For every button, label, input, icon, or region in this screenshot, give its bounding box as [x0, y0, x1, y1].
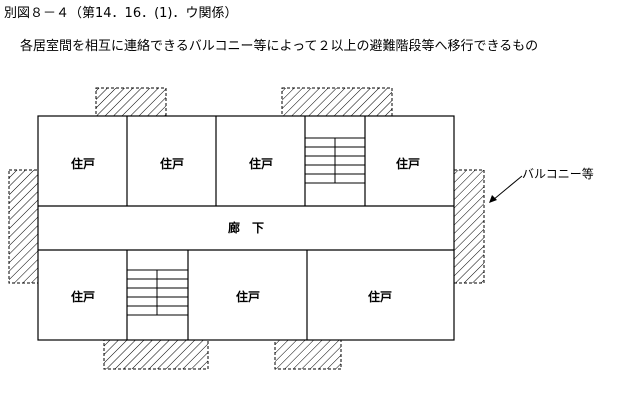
balcony-callout-label: バルコニー等: [522, 167, 594, 181]
unit-label-top-4: 住戸: [396, 156, 420, 171]
balcony-bottom-right: [274, 339, 342, 370]
balcony-bottom-left: [103, 339, 209, 370]
staircase-top: [305, 137, 365, 184]
unit-label-top-3: 住戸: [249, 156, 273, 171]
unit-label-top-1: 住戸: [71, 156, 95, 171]
unit-label-bottom-3: 住戸: [368, 289, 392, 304]
unit-label-bottom-1: 住戸: [71, 289, 95, 304]
balcony-right: [453, 169, 485, 284]
balcony-top-right: [281, 87, 393, 117]
figure-caption: 各居室間を相互に連絡できるバルコニー等によって２以上の避難階段等へ移行できるもの: [20, 39, 539, 54]
figure-title: 別図８－４（第14．16．(1)．ウ関係）: [4, 6, 238, 21]
balcony-top-left: [95, 87, 167, 117]
staircase-bottom: [127, 269, 188, 316]
balcony-callout-arrow: [492, 175, 523, 201]
unit-label-bottom-2: 住戸: [236, 289, 260, 304]
balcony-callout-arrowhead: [489, 195, 497, 203]
corridor-label: 廊 下: [228, 220, 264, 235]
building-outline: [37, 115, 455, 341]
unit-label-top-2: 住戸: [160, 156, 184, 171]
balcony-left: [8, 169, 39, 284]
